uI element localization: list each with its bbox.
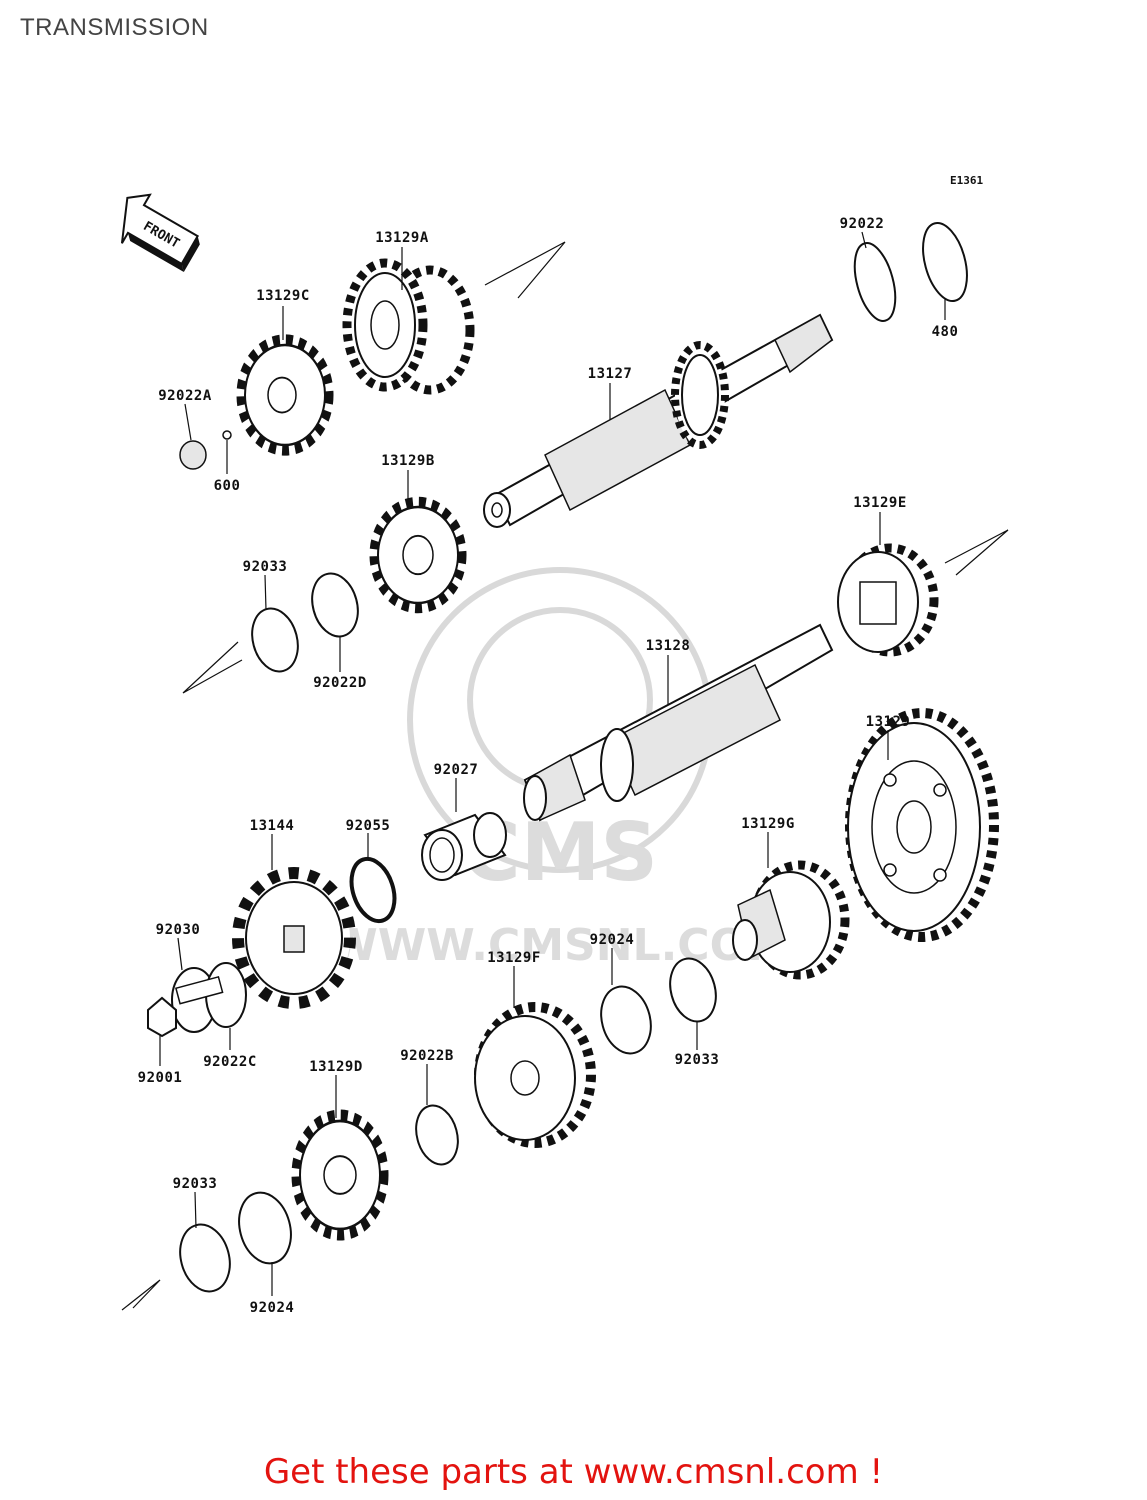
gear-13129g[interactable] (732, 860, 850, 980)
washer-92024-lower[interactable] (232, 1187, 299, 1269)
label-92033-upper: 92033 (243, 559, 288, 575)
label-480: 480 (932, 324, 959, 340)
label-92024-upper: 92024 (590, 932, 635, 948)
axis-arrow-icon (121, 241, 1009, 1311)
gear-13129a[interactable] (342, 258, 475, 395)
gear-13129[interactable] (845, 708, 999, 942)
label-13129e: 13129E (853, 495, 907, 511)
washer-92022[interactable] (847, 239, 902, 326)
label-92024-lower: 92024 (250, 1300, 295, 1316)
washer-92024-upper[interactable] (594, 981, 658, 1059)
washer-92022b[interactable] (410, 1101, 464, 1169)
label-13129d: 13129D (309, 1059, 363, 1075)
bushing-92027[interactable] (421, 812, 507, 881)
label-92027: 92027 (434, 762, 479, 778)
label-13128: 13128 (646, 638, 691, 654)
gear-13129c[interactable] (241, 340, 329, 450)
label-92001: 92001 (138, 1070, 183, 1086)
label-13144: 13144 (250, 818, 295, 834)
label-13129f: 13129F (487, 950, 541, 966)
gear-13129f[interactable] (474, 1002, 596, 1148)
label-92022a: 92022A (158, 388, 212, 404)
washer-92022a[interactable] (179, 440, 207, 470)
label-13129g: 13129G (741, 816, 795, 832)
diagram-code: E1361 (950, 174, 983, 187)
label-13127: 13127 (588, 366, 633, 382)
parts-diagram: CMS WWW.CMSNL.COM E1361 FRONT 13129A 131… (120, 174, 1009, 1316)
label-13129c: 13129C (256, 288, 310, 304)
circlip-92033-lower[interactable] (173, 1219, 237, 1297)
circlip-92033-middle[interactable] (663, 953, 722, 1026)
label-92030: 92030 (156, 922, 201, 938)
label-92033-lower: 92033 (173, 1176, 218, 1192)
label-92022b: 92022B (400, 1048, 454, 1064)
ball-600[interactable] (222, 430, 232, 440)
label-13129: 13129 (866, 714, 911, 730)
label-92055: 92055 (346, 818, 391, 834)
label-92022: 92022 (840, 216, 885, 232)
gear-13129d[interactable] (296, 1116, 384, 1235)
oring-92055[interactable] (344, 853, 402, 926)
label-13129a: 13129A (375, 230, 429, 246)
page-title: TRANSMISSION (20, 14, 209, 41)
label-92033-middle: 92033 (675, 1052, 720, 1068)
label-13129b: 13129B (381, 453, 435, 469)
shaft-13127[interactable] (483, 313, 834, 528)
front-arrow-icon: FRONT (120, 193, 200, 273)
gear-13129b[interactable] (374, 502, 462, 608)
gear-13129e[interactable] (837, 543, 939, 657)
shaft-13128[interactable] (523, 623, 834, 822)
circlip-480[interactable] (915, 218, 974, 306)
bolt-92001[interactable] (147, 975, 224, 1038)
circlip-92033-upper[interactable] (245, 603, 304, 676)
label-92022d: 92022D (313, 675, 367, 691)
watermark-url: WWW.CMSNL.COM (329, 920, 791, 971)
label-600: 600 (214, 478, 241, 494)
footer-link[interactable]: Get these parts at www.cmsnl.com ! (263, 1452, 884, 1492)
sprocket-13144[interactable] (232, 867, 356, 1009)
label-92022c: 92022C (203, 1054, 257, 1070)
washer-92022d[interactable] (305, 568, 364, 641)
